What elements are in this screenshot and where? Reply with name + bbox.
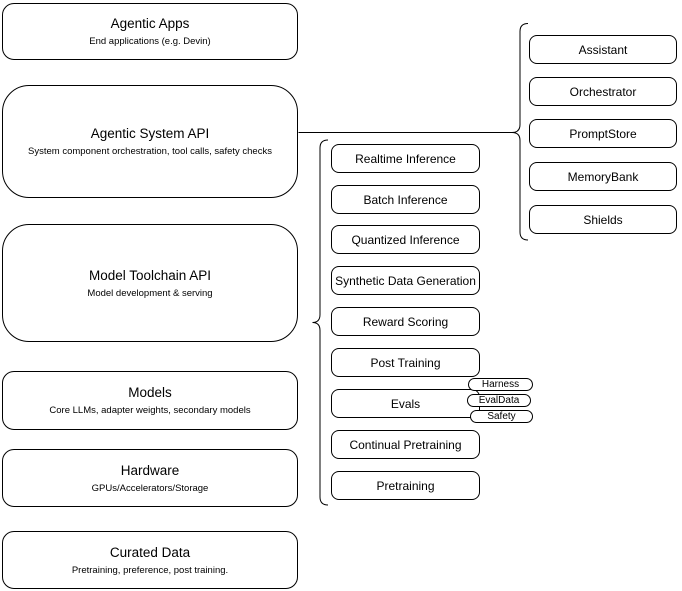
node-subtitle: System component orchestration, tool cal… xyxy=(28,146,272,157)
node-subtitle: Pretraining, preference, post training. xyxy=(71,564,229,576)
node-post-training: Post Training xyxy=(331,348,480,377)
node-label: Quantized Inference xyxy=(351,232,460,247)
node-shields: Shields xyxy=(529,205,677,234)
node-label: Realtime Inference xyxy=(355,151,456,166)
brace-system-components xyxy=(511,23,529,241)
node-subtitle: End applications (e.g. Devin) xyxy=(89,36,211,47)
node-label: Continual Pretraining xyxy=(349,437,462,452)
node-synthetic-data-generation: Synthetic Data Generation xyxy=(331,266,480,295)
node-agentic-apps: Agentic Apps End applications (e.g. Devi… xyxy=(2,3,298,60)
node-label: Assistant xyxy=(578,42,628,57)
node-label: Reward Scoring xyxy=(362,314,449,329)
node-subtitle: Model development & serving xyxy=(87,287,213,299)
node-batch-inference: Batch Inference xyxy=(331,185,480,214)
node-title: Agentic Apps xyxy=(110,16,190,31)
node-models: Models Core LLMs, adapter weights, secon… xyxy=(2,371,298,430)
tag-label: EvalData xyxy=(478,395,520,406)
node-subtitle: GPUs/Accelerators/Storage xyxy=(91,482,209,494)
node-assistant: Assistant xyxy=(529,35,677,64)
tag-evaldata: EvalData xyxy=(467,394,531,407)
node-quantized-inference: Quantized Inference xyxy=(331,225,480,254)
node-subtitle: Core LLMs, adapter weights, secondary mo… xyxy=(49,405,251,416)
node-agentic-system-api: Agentic System API System component orch… xyxy=(2,85,298,198)
node-title: Hardware xyxy=(120,462,180,478)
node-reward-scoring: Reward Scoring xyxy=(331,307,480,336)
node-label: Evals xyxy=(390,396,421,411)
node-label: PromptStore xyxy=(569,126,637,141)
node-label: Synthetic Data Generation xyxy=(335,273,476,288)
brace-toolchain-services xyxy=(312,139,329,506)
node-title: Curated Data xyxy=(109,544,191,560)
node-label: Batch Inference xyxy=(363,192,448,207)
node-memorybank: MemoryBank xyxy=(529,162,677,191)
node-title: Models xyxy=(128,385,172,400)
node-title: Agentic System API xyxy=(90,126,210,141)
node-evals: Evals xyxy=(331,389,480,418)
tag-label: Safety xyxy=(487,411,516,422)
node-hardware: Hardware GPUs/Accelerators/Storage xyxy=(2,449,298,507)
node-label: Post Training xyxy=(370,355,441,370)
node-model-toolchain-api: Model Toolchain API Model development & … xyxy=(2,224,298,342)
node-label: Orchestrator xyxy=(569,84,637,99)
node-continual-pretraining: Continual Pretraining xyxy=(331,430,480,459)
tag-label: Harness xyxy=(481,379,520,390)
tag-harness: Harness xyxy=(468,378,533,391)
node-curated-data: Curated Data Pretraining, preference, po… xyxy=(2,531,298,589)
node-promptstore: PromptStore xyxy=(529,119,677,148)
node-label: MemoryBank xyxy=(567,169,639,184)
node-label: Shields xyxy=(583,212,623,227)
tag-safety: Safety xyxy=(470,410,533,423)
node-orchestrator: Orchestrator xyxy=(529,77,677,106)
node-realtime-inference: Realtime Inference xyxy=(331,144,480,173)
node-label: Pretraining xyxy=(376,478,435,493)
node-title: Model Toolchain API xyxy=(88,267,212,283)
node-pretraining: Pretraining xyxy=(331,471,480,500)
